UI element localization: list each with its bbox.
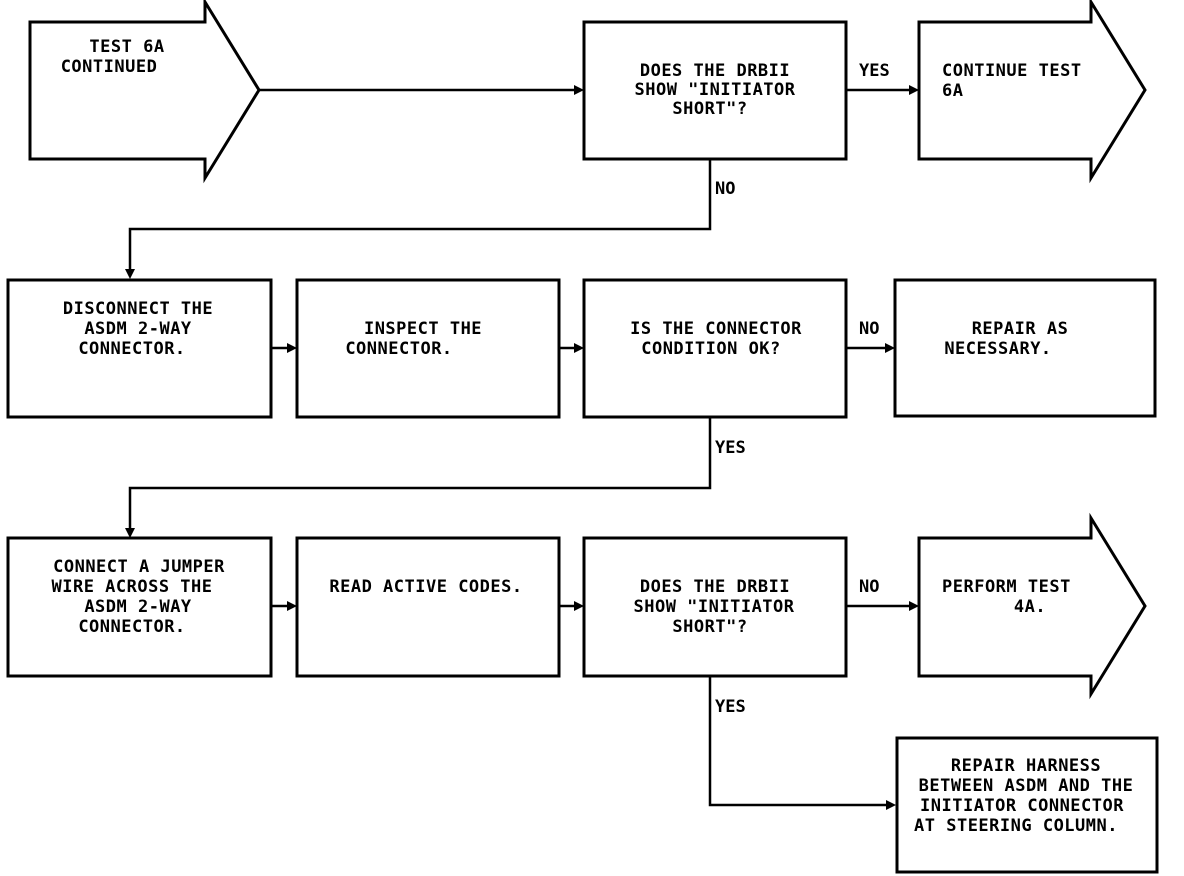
node-q1-line-3: SHORT"? [672,99,747,119]
node-jumper-line-2: WIRE ACROSS THE [51,577,212,597]
node-start-line-2: CONTINUED [61,57,158,77]
node-continue6a: CONTINUE TEST 6A [917,0,1147,184]
arrowhead-disconnect-to-inspect [287,343,297,353]
node-disconnect-line-1: DISCONNECT THE [63,299,213,319]
node-q3-shape [582,536,848,678]
node-repair2-line-1: REPAIR HARNESS [951,756,1101,776]
node-inspect-line-2: CONNECTOR. [345,339,452,359]
node-perform4a-line-2: 4A. [1014,597,1046,617]
edge-label-q1-yes: YES [859,61,890,81]
node-q1-line-1: DOES THE DRBII [640,61,790,81]
node-repair1-line-1: REPAIR AS [972,319,1069,339]
node-start-line-1: TEST 6A [89,37,164,57]
node-q3-line-2: SHOW "INITIATOR [633,597,794,617]
arrowhead-q2-to-jumper [125,528,135,538]
node-jumper-shape [6,536,273,678]
node-q2-line-2: CONDITION OK? [641,339,781,359]
node-repair2-line-2: BETWEEN ASDM AND THE [919,776,1134,796]
node-start-shape [28,0,261,184]
node-q3: DOES THE DRBII SHOW "INITIATOR SHORT"? [582,536,848,678]
node-q1-line-2: SHOW "INITIATOR [634,80,795,100]
arrowhead-start-to-q1 [574,85,584,95]
node-readcodes-line-1: READ ACTIVE CODES. [329,577,522,597]
edges [125,85,919,810]
edge-label-q2-yes: YES [715,438,746,458]
node-continue6a-line-1: CONTINUE TEST [942,61,1082,81]
node-repair1-shape [893,278,1157,418]
edge-label-q2-no: NO [859,319,879,339]
node-continue6a-shape [917,0,1147,184]
node-q1: DOES THE DRBII SHOW "INITIATOR SHORT"? [582,20,848,161]
node-repair1-line-2: NECESSARY. [944,339,1051,359]
edge-q1-to-disconnect [128,159,712,271]
node-repair2-line-3: INITIATOR CONNECTOR [920,796,1124,816]
edge-label-q3-yes: YES [715,697,746,717]
node-disconnect-line-2: ASDM 2-WAY [84,319,192,339]
node-jumper-line-4: CONNECTOR. [78,617,185,637]
node-jumper-line-1: CONNECT A JUMPER [53,557,225,577]
node-disconnect-shape [6,278,273,419]
arrowhead-q2-to-repair1 [885,343,895,353]
node-readcodes-shape [295,536,561,678]
node-perform4a-shape [917,512,1147,700]
node-inspect: INSPECT THE CONNECTOR. [295,278,561,419]
node-repair2: REPAIR HARNESS BETWEEN ASDM AND THE INIT… [895,736,1159,874]
edge-q2-to-jumper [128,417,712,530]
edge-labels: YES NO NO YES NO YES [715,61,890,717]
node-q2: IS THE CONNECTOR CONDITION OK? [582,278,848,419]
node-jumper-line-3: ASDM 2-WAY [84,597,192,617]
node-repair2-shape [895,736,1159,874]
arrowhead-q1-to-continue6a [909,85,919,95]
node-q1-shape [582,20,848,161]
node-q2-shape [582,278,848,419]
node-repair1: REPAIR AS NECESSARY. [893,278,1157,418]
node-start: TEST 6A CONTINUED [28,0,261,184]
arrowhead-jumper-to-readcodes [287,601,297,611]
arrowhead-q1-to-disconnect [125,269,135,279]
node-inspect-shape [295,278,561,419]
node-repair2-line-4: AT STEERING COLUMN. [914,816,1118,836]
node-disconnect: DISCONNECT THE ASDM 2-WAY CONNECTOR. [6,278,273,419]
arrowhead-inspect-to-q2 [574,343,584,353]
edge-label-q3-no: NO [859,577,879,597]
node-jumper: CONNECT A JUMPER WIRE ACROSS THE ASDM 2-… [6,536,273,678]
node-q3-line-3: SHORT"? [672,617,747,637]
node-perform4a: PERFORM TEST 4A. [917,512,1147,700]
node-continue6a-line-2: 6A [942,81,963,101]
node-q2-line-1: IS THE CONNECTOR [630,319,802,339]
node-q3-line-1: DOES THE DRBII [640,577,790,597]
node-readcodes: READ ACTIVE CODES. [295,536,561,678]
node-disconnect-line-3: CONNECTOR. [78,339,185,359]
node-inspect-line-1: INSPECT THE [364,319,482,339]
arrowhead-q3-to-repair2 [886,800,896,810]
edge-label-q1-no: NO [715,179,735,199]
edge-q3-to-repair2 [708,676,888,807]
arrowhead-q3-to-perform4a [909,601,919,611]
arrowhead-readcodes-to-q3 [574,601,584,611]
node-perform4a-line-1: PERFORM TEST [942,577,1071,597]
